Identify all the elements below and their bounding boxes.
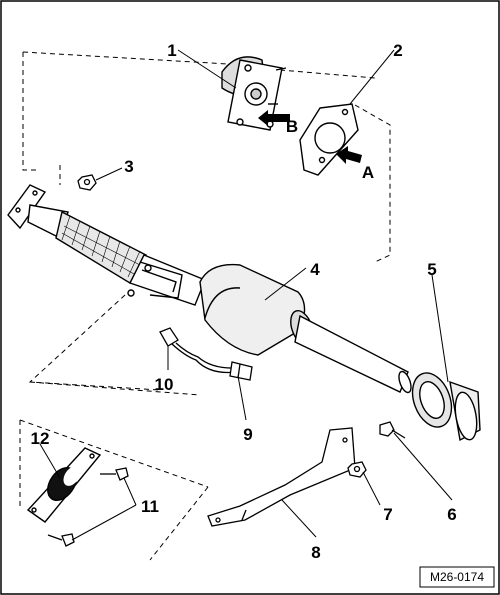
bolts-part-11	[47, 467, 129, 547]
assembly-outline-upper	[22, 51, 391, 263]
bolt-part-6	[379, 421, 406, 439]
callout-5: 5	[427, 260, 436, 279]
callout-3: 3	[124, 157, 133, 176]
callout-1: 1	[167, 41, 176, 60]
support-bracket	[207, 427, 356, 527]
reference-code-box: M26-0174	[419, 566, 495, 588]
callout-12: 12	[31, 429, 50, 448]
flange-gasket	[299, 103, 359, 176]
assembly-outline-lower	[28, 294, 201, 396]
front-pipe-catalyst	[7, 184, 412, 394]
lambda-sensor-lead	[159, 327, 253, 381]
arrow-a-label: A	[362, 163, 374, 182]
callout-labels: 1 2 3 4 5 6 7 8 9 10 11 12 A B	[31, 41, 457, 562]
nut-part-7	[347, 461, 367, 478]
leader-lines	[39, 49, 453, 541]
assembly-outline-gasket	[19, 419, 209, 561]
callout-6: 6	[447, 505, 456, 524]
pipe-clamp	[411, 372, 481, 442]
arrow-b-label: B	[286, 117, 298, 136]
callout-2: 2	[393, 41, 402, 60]
reference-code: M26-0174	[430, 570, 484, 584]
callout-7: 7	[383, 505, 392, 524]
callout-4: 4	[310, 260, 320, 279]
callout-8: 8	[311, 543, 320, 562]
nut-part-3	[77, 174, 97, 191]
arrow-b-indicator	[258, 110, 290, 126]
arrow-a-indicator	[336, 146, 362, 164]
callout-11: 11	[141, 497, 159, 516]
gasket-plate	[26, 447, 102, 523]
callout-10: 10	[155, 375, 174, 394]
callout-9: 9	[243, 425, 252, 444]
